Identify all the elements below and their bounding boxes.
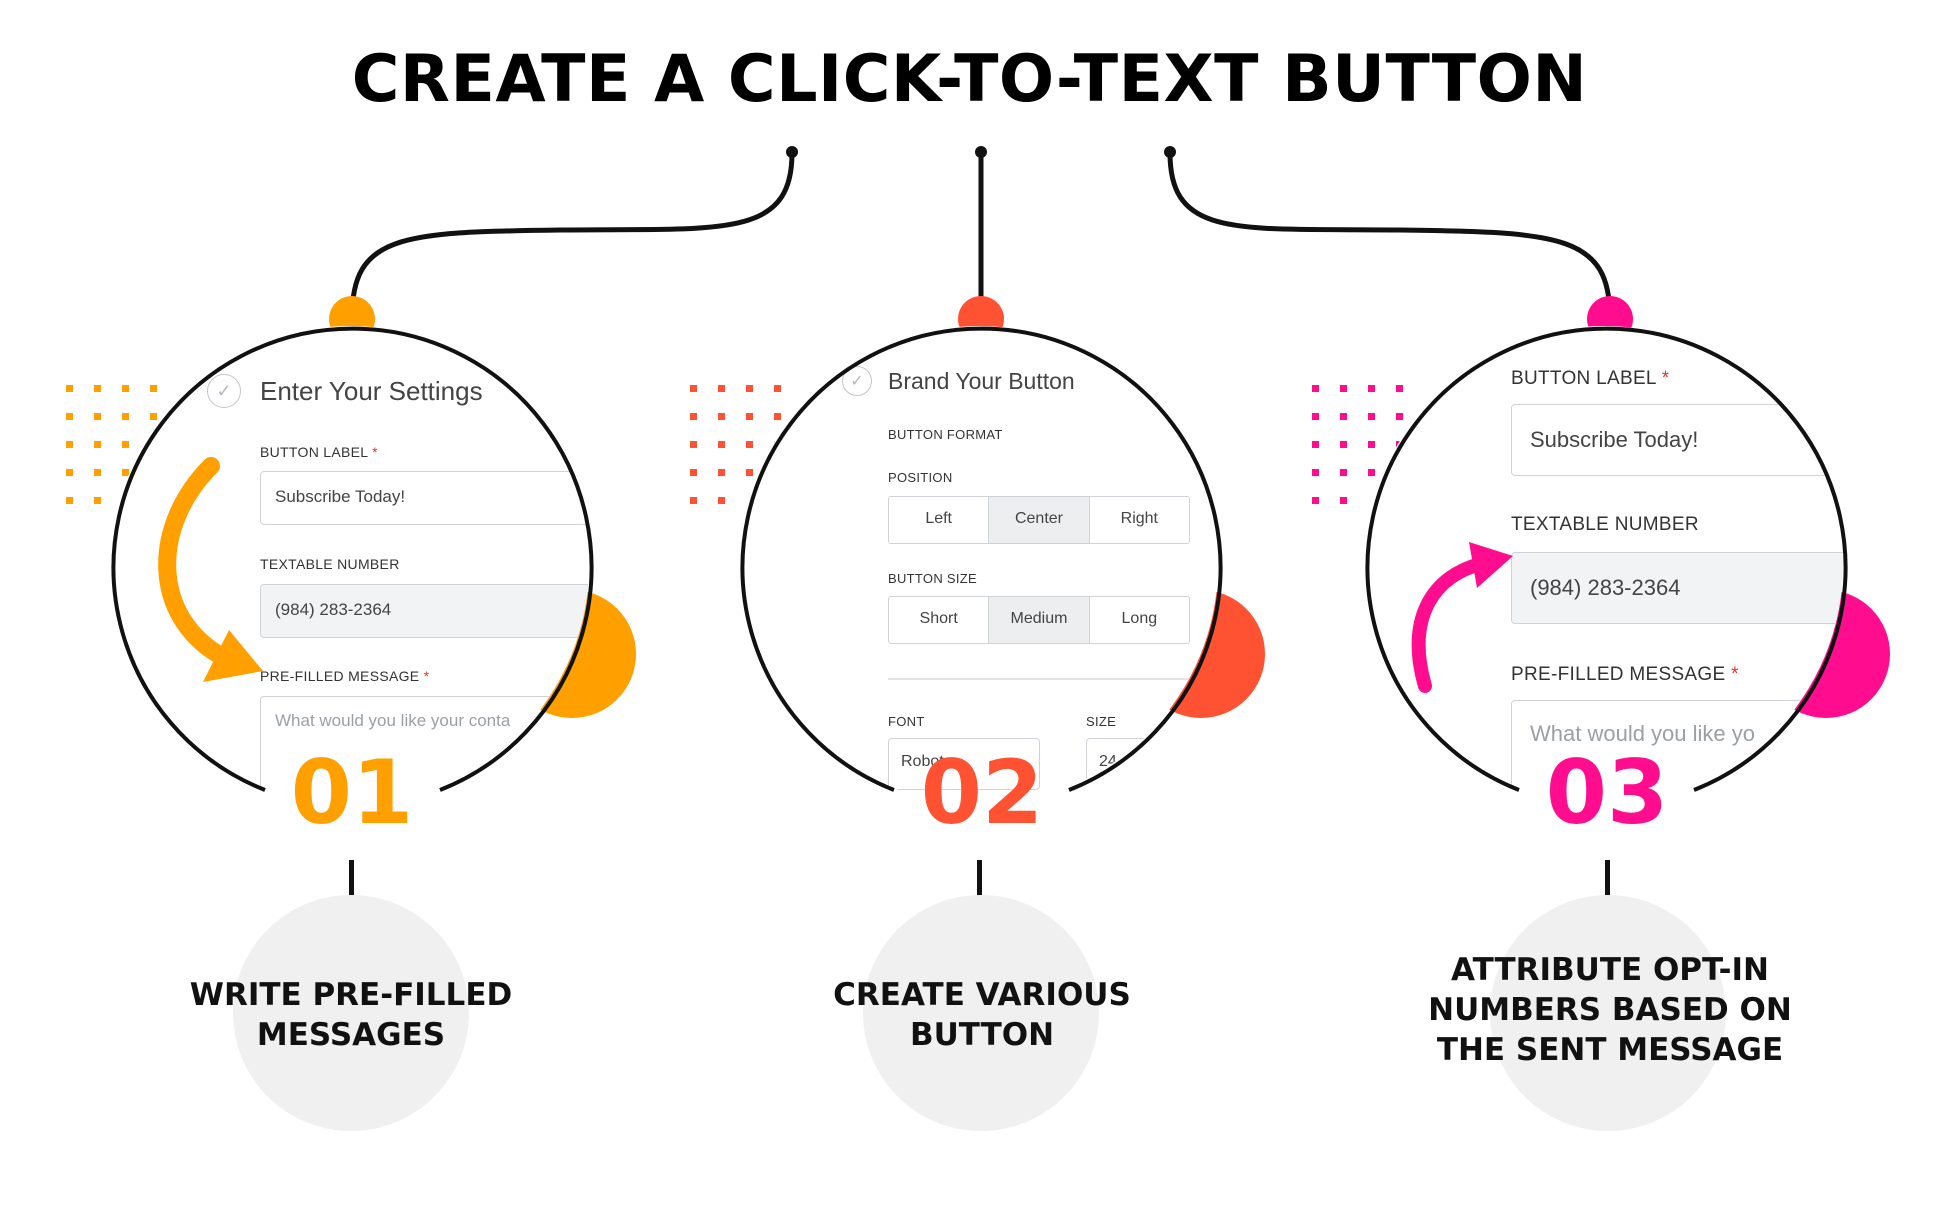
check-circle-icon: ✓ — [842, 366, 872, 396]
font-size-input[interactable]: 24 — [1086, 738, 1218, 790]
panel-heading: Enter Your Settings — [260, 376, 483, 406]
button-format-label: BUTTON FORMAT — [888, 427, 1003, 442]
textable-number-input[interactable]: (984) 283-2364 — [260, 584, 589, 638]
decor-dot — [1312, 413, 1319, 420]
position-label: POSITION — [888, 470, 953, 485]
decor-dot — [94, 413, 101, 420]
size-medium-button[interactable]: Medium — [989, 597, 1090, 643]
decor-dot — [1340, 469, 1347, 476]
decor-dot — [718, 413, 725, 420]
decor-dot — [1312, 385, 1319, 392]
position-left-button[interactable]: Left — [889, 497, 990, 543]
panel-heading: Brand Your Button — [888, 368, 1075, 394]
decor-dot — [1312, 441, 1319, 448]
prefilled-message-label: PRE-FILLED MESSAGE * — [260, 668, 430, 684]
decor-dot — [718, 385, 725, 392]
zoom-lens-settings: ✓ Enter Your Settings BUTTON LABEL * Sub… — [111, 326, 589, 804]
decor-dot — [1340, 497, 1347, 504]
decor-dot — [66, 469, 73, 476]
decor-dot — [94, 441, 101, 448]
decor-dot — [718, 497, 725, 504]
step-number-2: 02 — [920, 741, 1044, 844]
textable-number-label: TEXTABLE NUMBER — [1511, 514, 1699, 535]
button-label-input[interactable]: Subscribe Today! — [260, 471, 589, 525]
decor-dot — [1312, 469, 1319, 476]
decor-dot — [690, 469, 697, 476]
section-divider — [888, 678, 1218, 680]
position-right-button[interactable]: Right — [1120, 510, 1158, 527]
size-short-button[interactable]: Short — [889, 597, 990, 643]
caption-disc-2 — [863, 895, 1099, 1131]
step-caption-2: CREATE VARIOUS BUTTON — [833, 977, 1131, 1053]
step-number-3: 03 — [1545, 741, 1669, 844]
decor-dot — [690, 413, 697, 420]
position-center-button[interactable]: Center — [989, 497, 1090, 543]
decor-dot — [66, 385, 73, 392]
step-tick-2 — [977, 860, 982, 920]
decor-dot — [718, 469, 725, 476]
caption-disc-1 — [233, 895, 469, 1131]
textable-number-input[interactable]: (984) 283-2364 — [1511, 552, 1843, 624]
decor-dot — [66, 497, 73, 504]
position-segmented-control: Left Center Right — [888, 496, 1190, 544]
size-field-label: SIZE — [1086, 714, 1117, 729]
font-label: FONT — [888, 714, 925, 729]
decor-dot — [94, 497, 101, 504]
decor-dot — [94, 469, 101, 476]
curved-arrow-pink-icon — [1411, 542, 1513, 693]
decor-dot — [1312, 497, 1319, 504]
caption-disc-3 — [1490, 895, 1726, 1131]
step-caption-1: WRITE PRE-FILLED MESSAGES — [189, 977, 513, 1053]
prefilled-message-label: PRE-FILLED MESSAGE * — [1511, 664, 1739, 685]
button-size-label: BUTTON SIZE — [888, 571, 978, 586]
zoom-lens-branding: ✓ Brand Your Button BUTTON FORMAT POSITI… — [740, 326, 1218, 804]
decor-dot — [690, 497, 697, 504]
step-number-1: 01 — [290, 741, 414, 844]
decor-dot — [66, 413, 73, 420]
button-label-input[interactable]: Subscribe Today! — [1511, 404, 1843, 476]
size-segmented-control: Short Medium Long — [888, 596, 1190, 644]
decor-dot — [690, 441, 697, 448]
zoom-lens-attribution: BUTTON LABEL * Subscribe Today! TEXTABLE… — [1365, 326, 1843, 804]
decor-dot — [1340, 441, 1347, 448]
button-label-label: BUTTON LABEL * — [1511, 368, 1670, 389]
page-title: CREATE A CLICK-TO-TEXT BUTTON — [351, 42, 1588, 117]
decor-dot — [690, 385, 697, 392]
decor-dot — [1340, 385, 1347, 392]
step-caption-3: ATTRIBUTE OPT-IN NUMBERS BASED ON THE SE… — [1428, 952, 1792, 1068]
check-circle-icon: ✓ — [207, 374, 241, 408]
size-long-button[interactable]: Long — [1121, 610, 1158, 627]
decor-dot — [718, 441, 725, 448]
decor-dot — [1340, 413, 1347, 420]
step-tick-3 — [1605, 860, 1610, 920]
decor-dot — [94, 385, 101, 392]
curved-arrow-orange-icon — [158, 457, 263, 682]
step-tick-1 — [349, 860, 354, 920]
decor-dot — [66, 441, 73, 448]
